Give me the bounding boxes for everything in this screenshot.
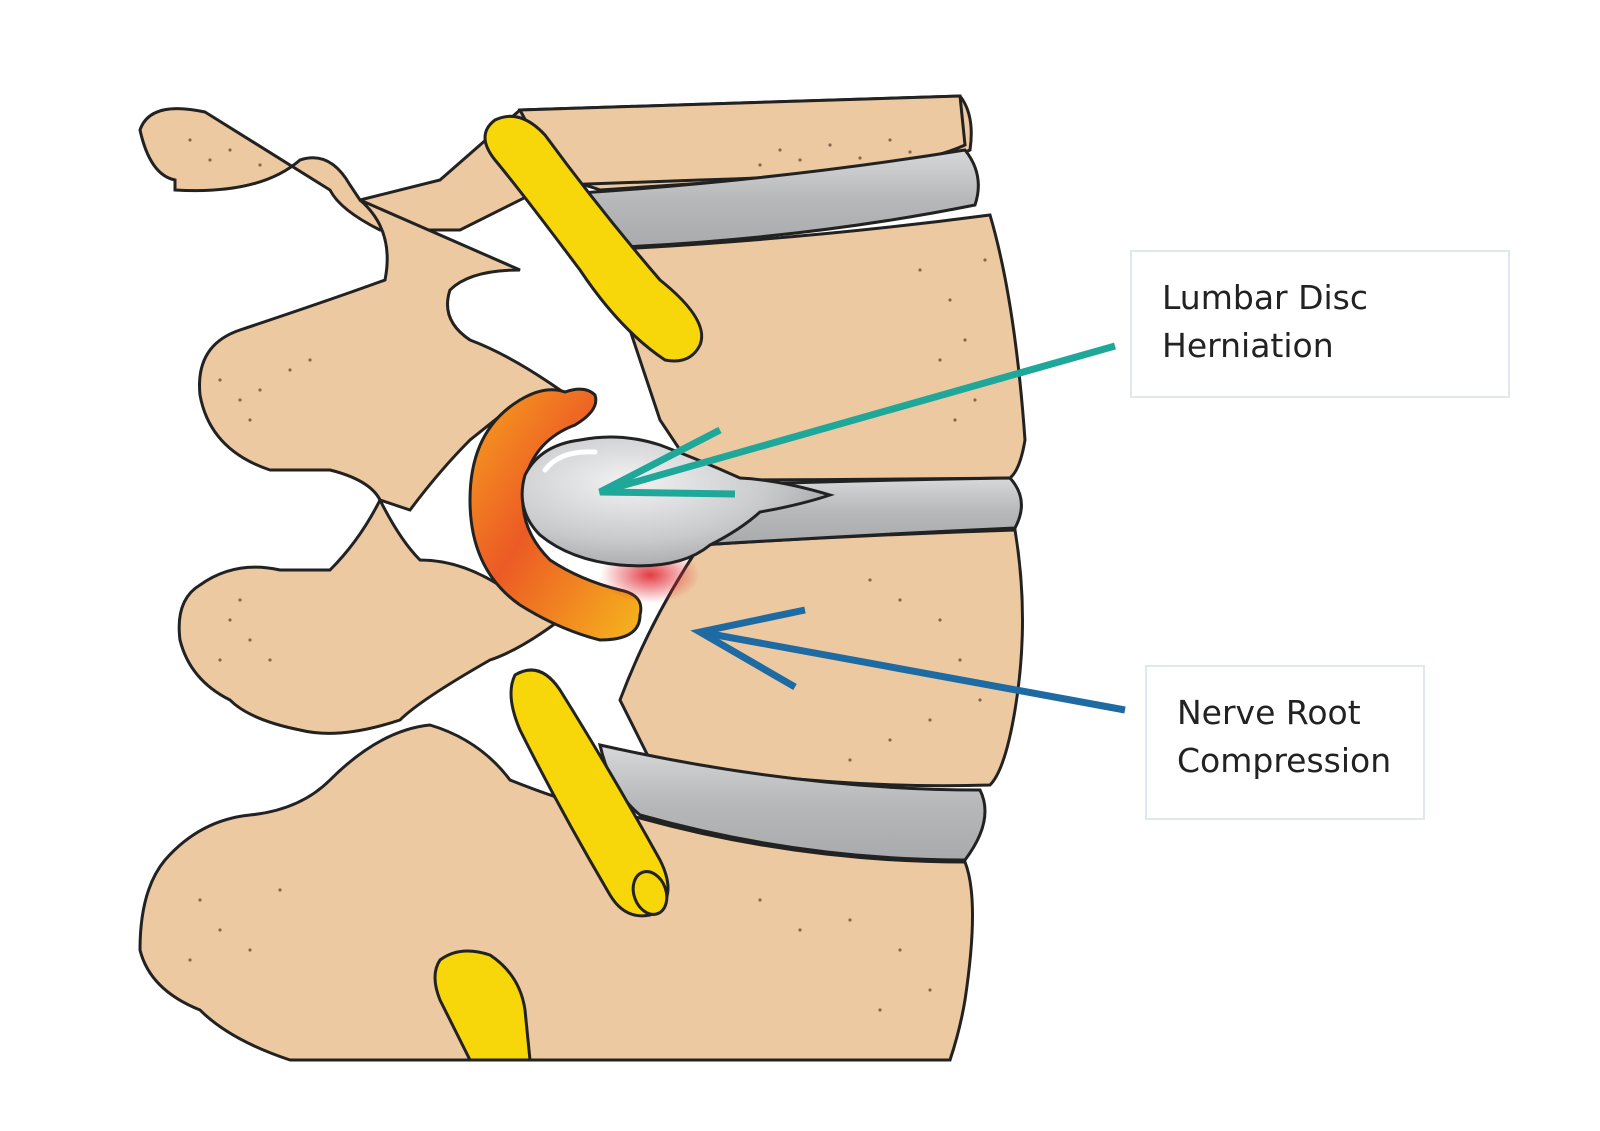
bottom-vertebra	[138, 723, 974, 1062]
compression-label-line2: Compression	[1177, 741, 1392, 780]
upper-nerve-root	[483, 114, 704, 363]
herniation-label-line1: Lumbar Disc	[1162, 278, 1369, 317]
lower-nerve-root-cut-end	[631, 870, 669, 916]
middle-vertebral-body	[597, 213, 1027, 482]
middle-vertebra-posterior	[198, 198, 564, 512]
disc-bulge	[520, 435, 835, 568]
compression-arrow	[690, 606, 1126, 714]
compression-label-box: Nerve Root Compression	[1145, 665, 1425, 820]
disc-bulge-highlight	[542, 449, 598, 473]
lower-disc	[598, 743, 987, 862]
inflamed-nerve-root	[468, 387, 643, 642]
herniation-label-box: Lumbar Disc Herniation	[1130, 250, 1510, 398]
bone-stipple	[188, 138, 987, 1012]
herniation-arrow	[598, 342, 1116, 498]
herniation-label-line2: Herniation	[1162, 326, 1334, 365]
compression-label-line1: Nerve Root	[1177, 693, 1361, 732]
upper-disc	[577, 148, 980, 250]
bottom-nerve-root	[433, 949, 532, 1062]
